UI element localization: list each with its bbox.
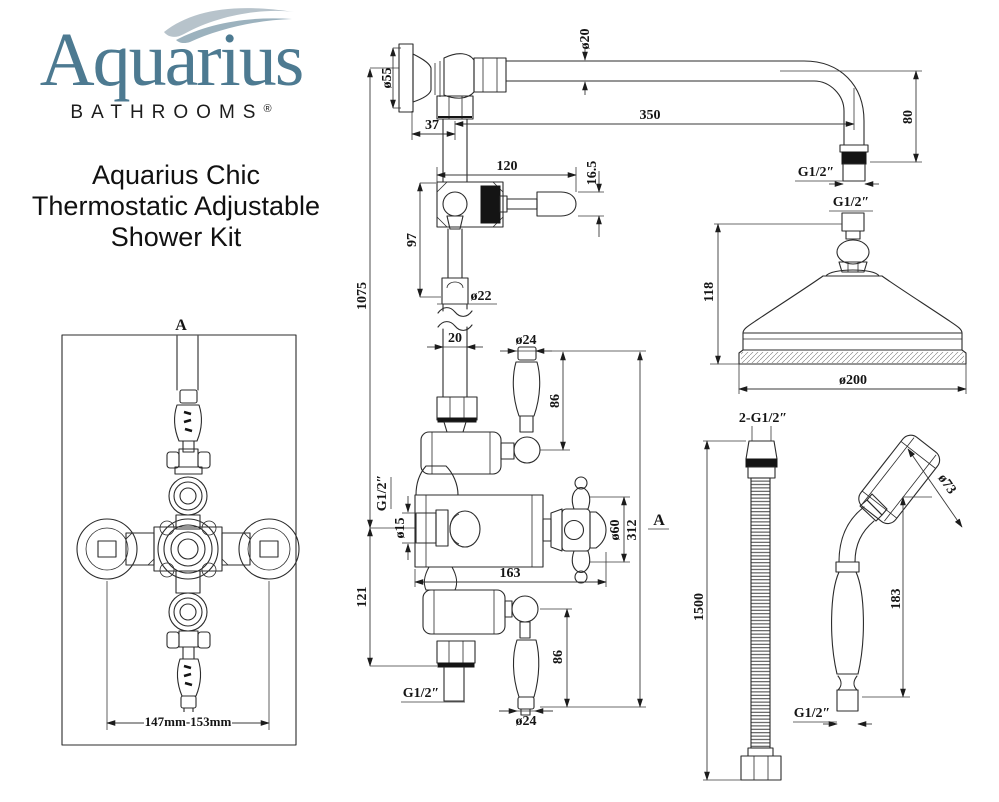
range-label-bg [144, 712, 232, 728]
dim-label-handset-head-dia: ø73 [934, 471, 958, 497]
front-lever-top-marks [183, 410, 193, 433]
riser-and-diverter [436, 118, 577, 433]
dim-label-riser-pipe: 20 [448, 331, 462, 346]
dims-riser-diverter: 120 16.5 97 ø22 20 1075 121 [355, 67, 604, 667]
dim-label-handle-grip: 16.5 [585, 161, 600, 186]
registered-mark: ® [263, 103, 272, 115]
dim-label-head-thread: G1/2″ [833, 195, 870, 210]
dim-label-wall-offset: 37 [425, 118, 439, 133]
dim-label-head-dia: ø200 [839, 373, 867, 388]
dim-label-handset-height: 183 [889, 589, 904, 610]
dim-label-hose-length: 1500 [692, 593, 707, 621]
dim-label-head-height: 118 [702, 282, 717, 302]
dims-valve: ø24 86 G1/2″ ø15 ø60 312 A 163 [375, 333, 669, 708]
brand-logo: Aquarius BATHROOMS® [10, 2, 330, 142]
lower-outlet-assembly [422, 566, 540, 716]
dim-label-riser-joint-dia: ø22 [471, 289, 492, 304]
dim-label-arm-dia: ø20 [578, 29, 593, 50]
shower-arm [505, 60, 869, 182]
dim-label-riser-height: 1075 [355, 282, 370, 310]
dim-label-inlet-dia: ø15 [393, 518, 408, 539]
wave-swoosh-icon [164, 8, 294, 44]
shower-hose: 2-G1/2″ 1500 [692, 411, 787, 781]
dim-label-upper-height: 97 [405, 233, 420, 247]
section-label-side: A [653, 512, 665, 529]
dims-lower-assembly: 86 ø24 G1/2″ [401, 608, 572, 729]
product-title: Aquarius Chic Thermostatic Adjustable Sh… [6, 160, 346, 253]
dim-label-cross-dia: ø60 [608, 520, 623, 541]
front-lever-bottom-marks [183, 664, 193, 687]
head-rim-texture [741, 352, 964, 363]
product-title-line1: Aquarius Chic [91, 160, 261, 190]
brand-tagline: BATHROOMS® [16, 102, 326, 124]
dim-label-handset-thread: G1/2″ [794, 706, 831, 721]
dim-label-valve-width: 163 [500, 566, 521, 581]
thermostatic-valve [414, 346, 607, 584]
dim-label-lever-bot-len: 86 [551, 650, 566, 664]
front-view: A [61, 317, 300, 746]
dim-label-arm-length: 350 [640, 108, 661, 123]
dim-label-hose-threads: 2-G1/2″ [739, 411, 787, 426]
product-title-line2: Thermostatic Adjustable [31, 191, 321, 221]
dim-label-lever-bot-dia: ø24 [516, 714, 537, 729]
hose-ribbed-tube [750, 477, 771, 749]
dim-label-arm-drop: 80 [901, 110, 916, 124]
shower-head: G1/2″ 118 ø200 [702, 195, 967, 394]
dim-label-valve-height: 312 [625, 520, 640, 541]
dim-label-flange-dia: ø55 [380, 68, 395, 89]
brand-tagline-text: BATHROOMS [70, 102, 264, 123]
dim-label-lever-top-dia: ø24 [516, 333, 537, 348]
product-title-line3: Shower Kit [110, 222, 242, 252]
dim-label-front-range: 147mm-153mm [145, 714, 232, 729]
dims-top-assembly: ø55 37 350 ø20 80 G1/2″ [380, 29, 922, 187]
brand-name: Aquarius [39, 18, 305, 102]
dim-label-outlet-drop: 121 [355, 587, 370, 608]
dim-label-outlet-thread: G1/2″ [403, 686, 440, 701]
dim-label-handle-length: 120 [497, 159, 518, 174]
dim-label-inlet-thread: G1/2″ [375, 475, 390, 512]
front-view-label: A [175, 317, 187, 334]
wall-flange-elbow [398, 43, 507, 120]
dim-label-lever-top-len: 86 [548, 394, 563, 408]
handset: ø73 183 G1/2″ [793, 434, 963, 727]
dim-label-arm-thread: G1/2″ [798, 165, 835, 180]
